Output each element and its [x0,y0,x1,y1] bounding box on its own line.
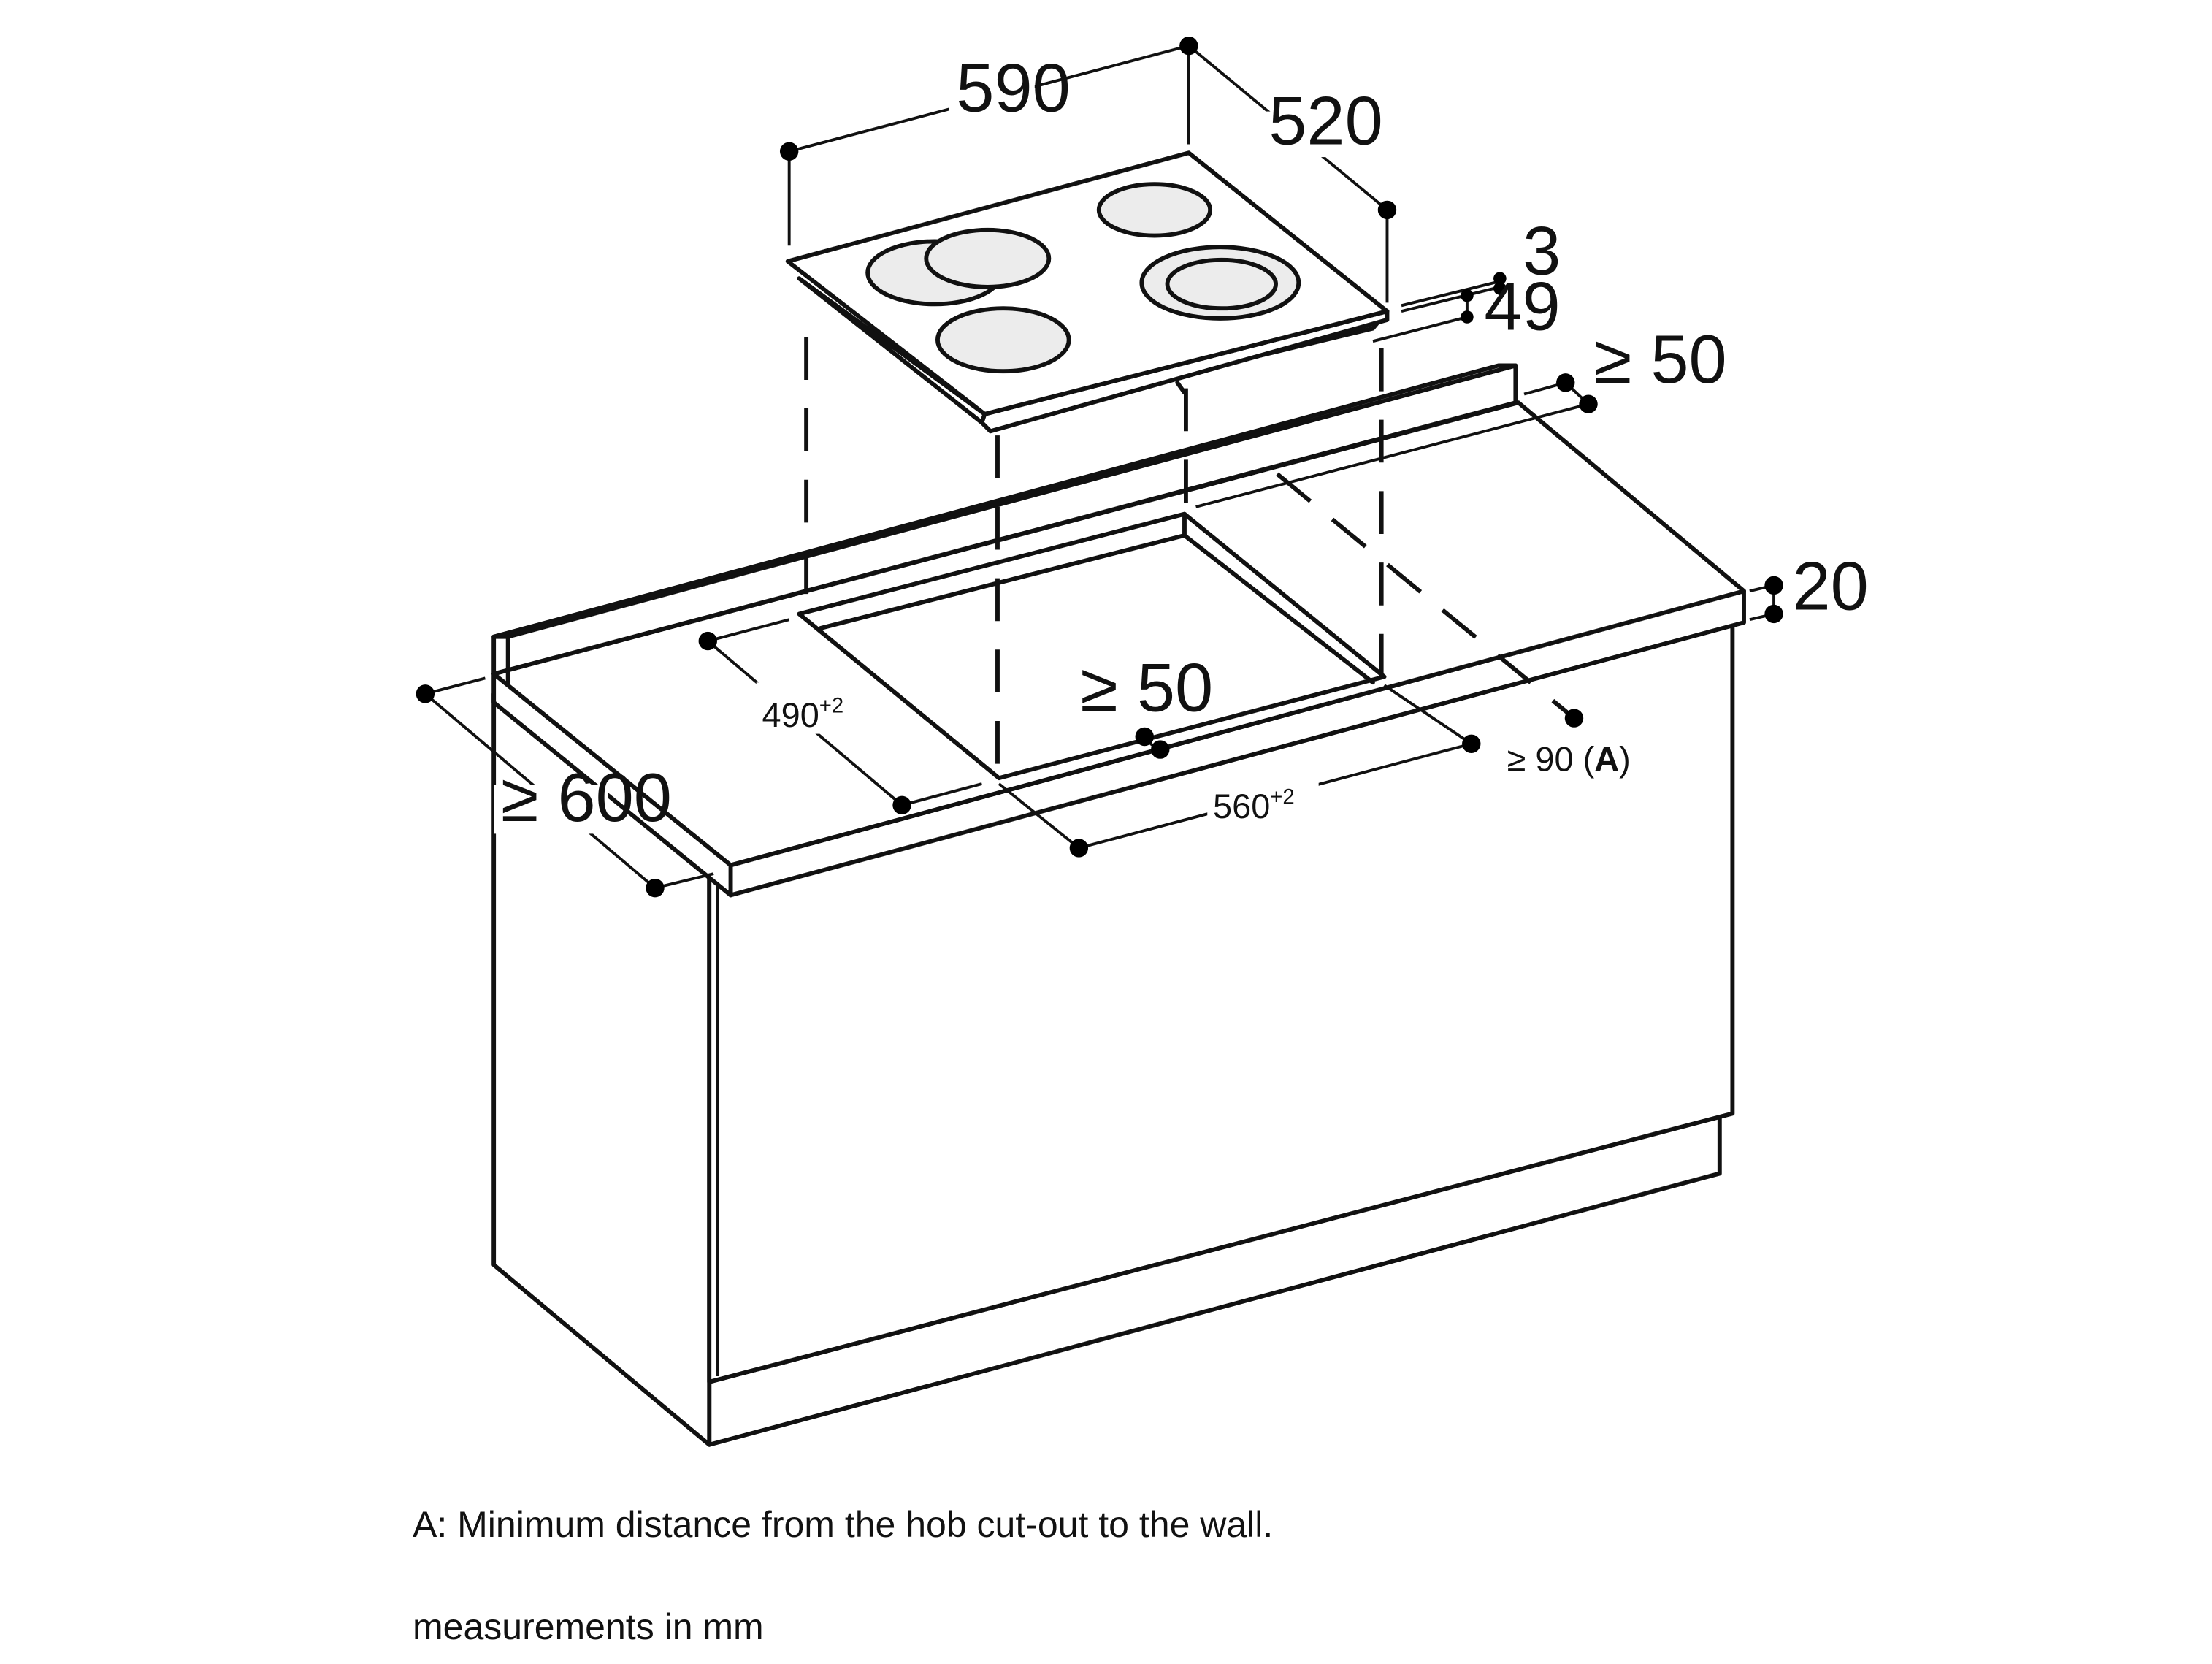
dim-dot [1151,740,1170,759]
dim-dot [1764,576,1783,595]
dim-extension-line [1383,684,1472,745]
footnote-a: A: Minimum distance from the hob cut-out… [413,1504,1274,1545]
label-hob-height: 49 [1484,268,1560,345]
cooking-zone-front-right-inner [1165,257,1278,311]
dimension-dots [416,36,1783,898]
cutout-depth-tolerance: +2 [819,693,843,717]
dim-extension-line [901,782,982,807]
hob-glass-top [785,150,1390,416]
dim-dot [1377,200,1397,220]
side-clearance-value: ≥ 90 [1507,740,1574,778]
dim-dot [1461,310,1474,324]
cooking-zone-rear-right [1096,182,1213,238]
cutout-depth-value: 490 [762,696,819,734]
dim-dot [1564,709,1584,728]
cutout-width-value: 560 [1213,787,1270,825]
label-front-clearance: ≥ 50 [1080,649,1213,725]
dim-dot [1764,604,1783,624]
dim-dot [1179,36,1198,56]
dim-extension-line [1401,280,1501,308]
dim-extension-line [1372,316,1468,343]
hob-cutout [797,511,1387,781]
label-worktop-depth: ≥ 600 [501,759,672,836]
dim-extension-line [654,872,714,890]
label-glass-thickness: 3 [1523,212,1561,289]
label-hob-depth: 520 [1268,83,1383,159]
hob-frame-notch [1175,380,1187,395]
label-cutout-width: 560+2 [1213,785,1295,825]
dim-dot [779,142,799,161]
dim-dot [1556,373,1575,392]
dim-extension-line [707,618,790,643]
ceramic-hob [785,150,1390,434]
side-clearance-ref: A [1594,740,1619,778]
dim-dot [1493,282,1507,295]
cooking-zone-front-left [935,306,1071,374]
dim-dot [1461,289,1474,302]
dim-dot [698,631,717,651]
dim-extension-line [998,782,1080,850]
dim-dot [1135,727,1154,747]
dim-dot [646,878,665,898]
label-rear-clearance: ≥ 50 [1594,321,1727,397]
kitchen-cabinet [491,363,1746,1447]
label-cutout-depth: 490+2 [762,693,844,734]
label-hob-width: 590 [956,50,1071,126]
dim-extension-line [424,676,486,695]
dim-dot [1493,272,1507,285]
units-note: measurements in mm [413,1606,764,1647]
wall-distance-line [1276,472,1576,720]
cooking-zone-rear-left [924,227,1052,289]
label-side-clearance: ≥ 90 (A) [1507,740,1631,778]
dim-dot [1069,839,1089,858]
dim-extension-line [1401,286,1501,313]
cutout-width-tolerance: +2 [1270,785,1294,809]
dim-dot [416,684,435,703]
dimension-labels: 590 520 3 49 ≥ 50 20 490+2 ≥ 50 560+2 ≥ … [494,50,1869,836]
dim-dot [892,795,911,815]
label-worktop-thickness: 20 [1792,548,1868,625]
dim-dot [1462,734,1481,753]
worktop-upstand-top [491,363,1518,639]
projection-lines [804,337,1576,779]
dim-dot [1579,394,1598,413]
dim-extension-line [1195,402,1589,508]
